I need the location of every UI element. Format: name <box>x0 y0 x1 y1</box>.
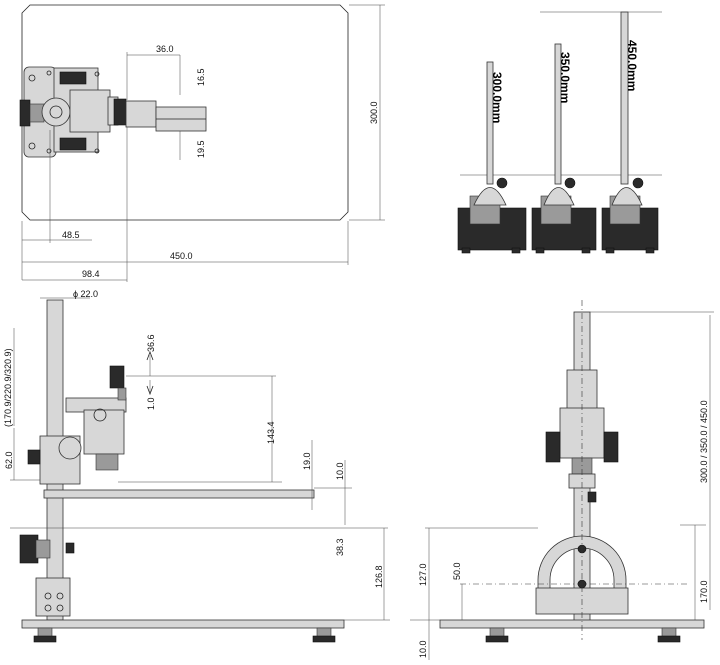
photo-label-300: 300.0mm <box>490 72 504 123</box>
side-view-base-plate <box>21 619 345 629</box>
front-view: 300.0 / 350.0 / 450.0 170.0 127.0 50.0 1… <box>410 300 714 660</box>
dim-edge-to-pillar: 48.5 <box>62 230 80 240</box>
dim-foot-height: 10.0 <box>418 640 428 658</box>
dim-yoke-height: 127.0 <box>418 563 428 586</box>
dim-pillar-lengths: 300.0 / 350.0 / 450.0 <box>699 400 709 483</box>
photo-300: 300.0mm <box>457 61 527 254</box>
dim-arm-to-stage: 10.0 <box>335 462 345 480</box>
dim-edge-to-arm: 98.4 <box>82 269 100 279</box>
dim-travel-up: 36.6 <box>146 334 156 352</box>
dim-yoke-width: 170.0 <box>699 580 709 603</box>
dim-yoke-center: 50.0 <box>452 562 462 580</box>
side-view: ϕ 22.0 36.6 1.0 <box>3 289 390 643</box>
dim-plate-height: 300.0 <box>369 101 379 124</box>
dim-arm-thickness: 19.0 <box>302 452 312 470</box>
top-view-pillar <box>41 97 71 127</box>
dim-stage-height: 38.3 <box>335 538 345 556</box>
top-view-base-plate <box>21 4 349 221</box>
front-view-base-plate <box>439 619 705 629</box>
dim-holder-height: 143.4 <box>266 421 276 444</box>
top-view-knob-bottom <box>59 137 87 151</box>
side-view-arm <box>43 489 315 499</box>
photo-450: 450.0mm <box>601 11 659 254</box>
dim-upper-gap: 16.5 <box>196 68 206 86</box>
photo-label-350: 350.0mm <box>558 52 572 103</box>
dim-block-height: 62.0 <box>4 451 14 469</box>
photo-label-450: 450.0mm <box>625 40 639 91</box>
dim-lower-gap: 19.5 <box>196 140 206 158</box>
product-photos: 300.0mm 350.0mm 450.0mm <box>457 11 662 254</box>
dim-travel-down: 1.0 <box>146 397 156 410</box>
dim-variants: (170.9/220.9/320.9) <box>3 348 13 427</box>
top-view-holder <box>69 89 111 133</box>
top-view-knob-top <box>59 71 87 85</box>
front-view-yoke <box>537 535 627 601</box>
photo-350: 350.0mm <box>531 43 597 254</box>
top-view: 36.0 16.5 19.5 300.0 48.5 450.0 98.4 <box>19 4 385 282</box>
top-view-knob-left <box>19 99 31 127</box>
dim-offset-x: 36.0 <box>156 44 174 54</box>
dim-base-to-stage: 126.8 <box>374 565 384 588</box>
dim-pillar-dia: ϕ 22.0 <box>73 289 98 299</box>
dim-plate-width: 450.0 <box>170 251 193 261</box>
